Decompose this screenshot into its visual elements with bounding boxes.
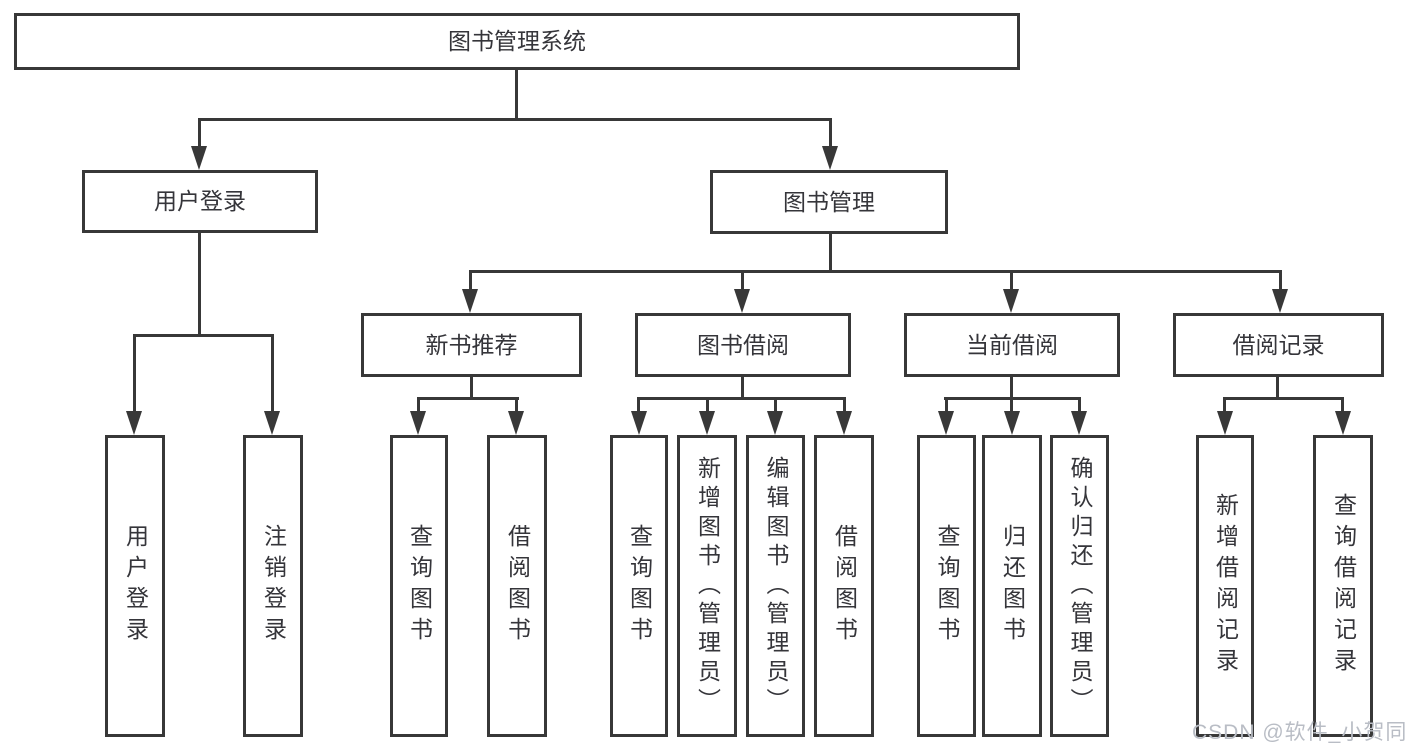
connector-line [1010,397,1013,413]
connector-line [741,376,744,399]
leaf-label: 借阅图书 [504,524,531,648]
node-user-login-leaf: 用户登录 [105,435,165,737]
connector-line [1223,397,1226,413]
leaf-label: 查询借阅记录 [1330,493,1357,679]
node-query-books-2: 查询图书 [610,435,668,737]
node-book-borrowing: 图书借阅 [635,313,851,377]
node-add-books-admin: 新增图书（管理员） [677,435,737,737]
connector-line [198,118,201,148]
node-book-management: 图书管理 [710,170,948,234]
arrowhead-down-icon [767,411,783,435]
arrowhead-down-icon [508,411,524,435]
connector-line [829,233,832,272]
connector-line [469,270,1282,273]
node-borrow-books-1: 借阅图书 [487,435,547,737]
leaf-label: 查询图书 [626,524,653,648]
leaf-label: 新增图书（管理员） [694,455,721,717]
arrowhead-down-icon [836,411,852,435]
arrowhead-down-icon [1071,411,1087,435]
leaf-label: 新增借阅记录 [1212,493,1239,679]
connector-line [198,118,832,121]
arrowhead-down-icon [1272,289,1288,313]
arrowhead-down-icon [1003,289,1019,313]
connector-line [1341,397,1344,413]
connector-line [1279,270,1282,292]
arrowhead-down-icon [1004,411,1020,435]
node-logout: 注销登录 [243,435,303,737]
connector-line [637,397,640,413]
connector-line [1276,376,1279,399]
leaf-label: 确认归还（管理员） [1067,455,1093,717]
connector-line [417,397,519,400]
node-edit-books-admin: 编辑图书（管理员） [746,435,805,737]
arrowhead-down-icon [1335,411,1351,435]
arrowhead-down-icon [938,411,954,435]
leaf-label: 借阅图书 [831,524,858,648]
leaf-label: 查询图书 [934,524,960,648]
arrowhead-down-icon [410,411,426,435]
arrowhead-down-icon [264,411,280,435]
leaf-label: 归还图书 [999,524,1026,648]
connector-line [774,397,777,413]
connector-line [515,68,518,119]
arrowhead-down-icon [126,411,142,435]
node-return-books: 归还图书 [982,435,1042,737]
connector-line [829,118,832,148]
connector-line [1010,376,1013,399]
node-query-books-1: 查询图书 [390,435,448,737]
connector-line [843,397,846,413]
connector-line [945,397,948,413]
connector-line [1223,397,1344,400]
node-borrowing-records: 借阅记录 [1173,313,1384,377]
arrowhead-down-icon [699,411,715,435]
connector-line [198,232,201,336]
node-borrow-books-2: 借阅图书 [814,435,874,737]
arrowhead-down-icon [822,146,838,170]
connector-line [417,397,420,413]
node-new-book-recommendation: 新书推荐 [361,313,582,377]
leaf-label: 编辑图书（管理员） [763,455,789,717]
connector-line [515,397,518,413]
leaf-label: 注销登录 [260,524,287,648]
arrowhead-down-icon [462,289,478,313]
leaf-label: 用户登录 [122,524,149,648]
arrowhead-down-icon [734,289,750,313]
node-query-borrow-record: 查询借阅记录 [1313,435,1373,737]
node-library-system: 图书管理系统 [14,13,1020,70]
connector-line [1078,397,1081,413]
connector-line [1010,270,1013,292]
arrowhead-down-icon [191,146,207,170]
connector-line [133,334,274,337]
connector-line [741,270,744,292]
connector-line [637,397,846,400]
connector-line [133,334,136,412]
node-add-borrow-record: 新增借阅记录 [1196,435,1254,737]
arrowhead-down-icon [631,411,647,435]
csdn-watermark: CSDN @软件_小贺同学 [1192,721,1405,744]
node-confirm-return-admin: 确认归还（管理员） [1050,435,1109,737]
node-user-login: 用户登录 [82,170,318,233]
node-current-borrowing: 当前借阅 [904,313,1120,377]
connector-line [271,334,274,412]
connector-line [706,397,709,413]
arrowhead-down-icon [1217,411,1233,435]
node-query-books-3: 查询图书 [917,435,976,737]
leaf-label: 查询图书 [406,524,433,648]
connector-line [470,376,473,399]
connector-line [469,270,472,292]
